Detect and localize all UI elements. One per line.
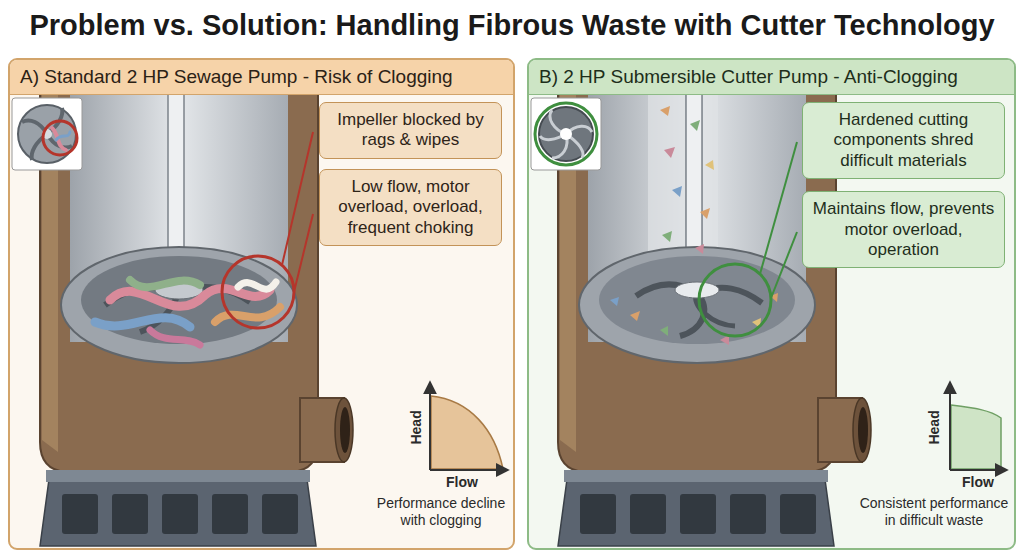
cutter-pump bbox=[648, 92, 718, 262]
performance-chart bbox=[429, 383, 431, 470]
performance-chart bbox=[950, 469, 1006, 471]
sewage-pump bbox=[61, 247, 297, 363]
chart-caption: Performance decline with clogging bbox=[370, 495, 512, 529]
panel-heading: B) 2 HP Submersible Cutter Pump - Anti-C… bbox=[529, 60, 1014, 95]
shredded-fragments bbox=[672, 186, 682, 197]
performance-chart bbox=[949, 383, 951, 470]
rags bbox=[238, 282, 276, 289]
cutter-pump bbox=[579, 247, 815, 363]
callout-box: Low flow, motor overload, overload, freq… bbox=[319, 169, 502, 246]
rags bbox=[150, 330, 200, 345]
comparison-panel: A) Standard 2 HP Sewage Pump - Risk of C… bbox=[8, 58, 515, 550]
callout-text: Impeller blocked by rags & wipes bbox=[329, 110, 492, 151]
diagram-title: Problem vs. Solution: Handling Fibrous W… bbox=[0, 7, 1024, 43]
axis-label: Flow bbox=[440, 474, 484, 491]
shredded-fragments bbox=[705, 160, 714, 170]
clog-highlight bbox=[222, 132, 313, 328]
clog-highlight bbox=[294, 214, 313, 292]
cutter-inset bbox=[531, 98, 601, 170]
shredded-fragments bbox=[610, 297, 619, 306]
shredded-fragments bbox=[700, 208, 710, 219]
cutter-highlight bbox=[760, 142, 797, 274]
cutter-pump bbox=[675, 282, 719, 298]
clog-highlight bbox=[222, 256, 294, 328]
rags bbox=[95, 280, 280, 345]
axis-label: Head bbox=[926, 407, 943, 447]
shredded-fragments bbox=[664, 147, 675, 158]
shredded-fragments bbox=[690, 120, 700, 131]
performance-chart bbox=[951, 405, 1001, 469]
callout-box: Impeller blocked by rags & wipes bbox=[319, 102, 502, 159]
axis-label: Head bbox=[408, 407, 425, 447]
cutter-inset bbox=[540, 110, 592, 158]
performance-chart bbox=[430, 383, 507, 470]
performance-chart bbox=[431, 396, 503, 469]
rags bbox=[130, 280, 200, 287]
cutter-inset bbox=[531, 98, 601, 170]
shredded-fragments bbox=[662, 231, 672, 242]
cutter-highlight bbox=[699, 264, 771, 336]
sewage-pump bbox=[81, 256, 277, 344]
callout-text: Hardened cutting components shred diffic… bbox=[812, 110, 995, 171]
axis-label: Flow bbox=[956, 474, 1000, 491]
comparison-panel: B) 2 HP Submersible Cutter Pump - Anti-C… bbox=[527, 58, 1016, 550]
impeller-inset bbox=[12, 98, 82, 170]
sewage-pump bbox=[40, 92, 353, 546]
panel-ground bbox=[527, 58, 1016, 550]
shredded-fragments bbox=[630, 311, 640, 321]
cutter-pump bbox=[599, 256, 795, 344]
rags bbox=[110, 289, 270, 307]
panel-ground bbox=[8, 58, 1016, 550]
clog-highlight bbox=[282, 132, 313, 265]
performance-chart bbox=[430, 469, 507, 471]
impeller-inset bbox=[43, 121, 77, 155]
cutter-highlight bbox=[771, 232, 797, 298]
cutter-inset bbox=[539, 107, 593, 161]
callout-text: Low flow, motor overload, overload, freq… bbox=[329, 177, 492, 238]
chart-caption: Consistent performance in difficult wast… bbox=[856, 495, 1012, 529]
sewage-pump bbox=[40, 92, 353, 546]
shredded-fragments bbox=[660, 106, 670, 116]
shredded-fragments bbox=[695, 244, 704, 254]
callout-box: Hardened cutting components shred diffic… bbox=[802, 102, 1005, 179]
shredded-fragments bbox=[610, 106, 778, 345]
rags bbox=[95, 318, 190, 327]
performance-chart bbox=[950, 383, 1006, 470]
panel-heading: A) Standard 2 HP Sewage Pump - Risk of C… bbox=[10, 60, 513, 95]
impeller-inset bbox=[18, 105, 76, 163]
cutter-inset bbox=[560, 128, 572, 140]
impeller-inset bbox=[56, 132, 70, 140]
shredded-fragments bbox=[660, 326, 668, 336]
impeller-inset bbox=[12, 98, 82, 170]
panel-ground bbox=[8, 58, 515, 550]
cutter-inset bbox=[535, 103, 597, 165]
cutter-highlight bbox=[699, 142, 797, 336]
impeller-inset bbox=[22, 108, 72, 160]
callout-box: Maintains flow, prevents motor overload,… bbox=[802, 191, 1005, 268]
callout-text: Maintains flow, prevents motor overload,… bbox=[812, 199, 995, 260]
